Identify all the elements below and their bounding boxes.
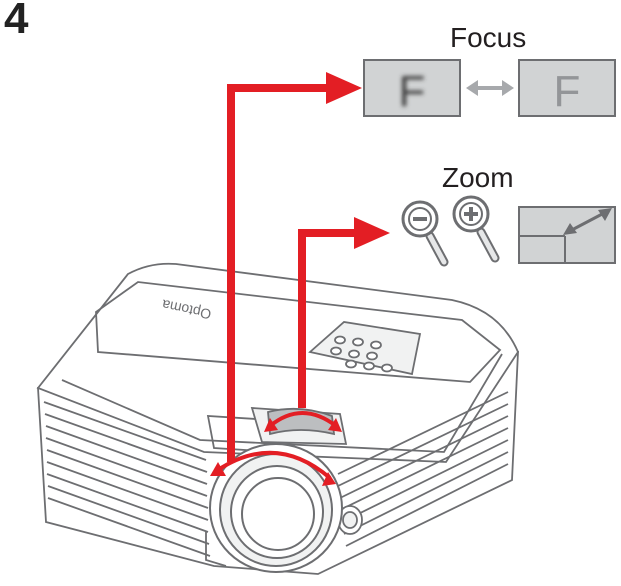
keypad bbox=[308, 321, 422, 376]
focus-label: Focus bbox=[450, 22, 527, 53]
zoom-in-icon bbox=[452, 195, 500, 263]
sharp-letter: F bbox=[554, 67, 581, 116]
zoom-screen-icon bbox=[518, 206, 616, 264]
zoom-red-arrow bbox=[298, 217, 390, 408]
focus-blurred-panel: F bbox=[363, 59, 461, 117]
zoom-lever-rotate-arrow bbox=[264, 411, 342, 432]
focus-ring-rotate-arrow bbox=[210, 450, 336, 486]
zoom-label: Zoom bbox=[442, 162, 514, 193]
lens bbox=[209, 443, 343, 573]
focus-sharp-panel: F bbox=[518, 59, 616, 117]
blurred-letter: F bbox=[399, 67, 426, 116]
step-number: 4 bbox=[4, 0, 29, 43]
focus-double-arrow bbox=[466, 80, 514, 96]
front-vent-right bbox=[337, 391, 509, 547]
focus-red-arrow bbox=[227, 72, 362, 462]
zoom-out-icon bbox=[401, 200, 449, 267]
front-vent-left bbox=[43, 401, 211, 557]
